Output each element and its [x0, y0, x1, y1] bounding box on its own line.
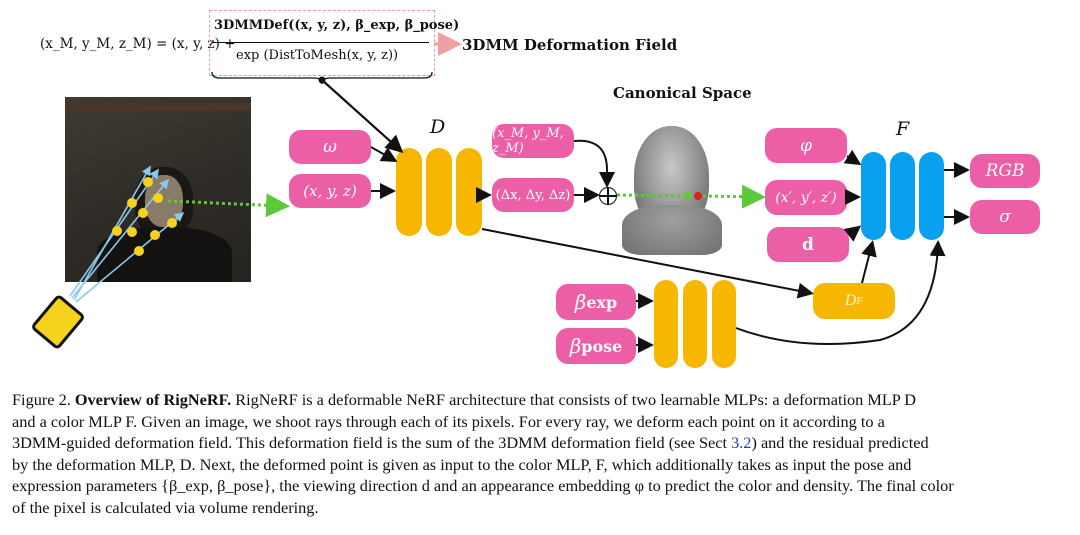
ray-photo-to-xyz	[167, 193, 290, 218]
caption-prefix: Figure 2.	[12, 390, 71, 409]
red-point	[694, 192, 702, 200]
arrow-brace-to-d	[321, 79, 404, 153]
input-xyz-prime: (x′, y′, z′)	[765, 180, 847, 215]
board-edge	[65, 103, 251, 111]
mlp-d-label: D	[430, 116, 446, 138]
mlp-f-layer-2	[890, 152, 915, 240]
caption-line4: by the deformation MLP, D. Next, the def…	[12, 454, 912, 474]
beta-pose-symbol: β	[569, 334, 582, 358]
figure-caption: Figure 2. Overview of RigNeRF. RigNeRF i…	[12, 389, 1072, 518]
output-xyz-m-text: (x_M, y_M, z_M)	[492, 126, 564, 156]
caption-line1: RigNeRF is a deformable NeRF architectur…	[231, 390, 917, 409]
fraction-bar	[213, 42, 429, 43]
beta-exp-subscript: exp	[586, 292, 618, 312]
caption-title: Overview of RigNeRF.	[74, 390, 232, 409]
section-link[interactable]: 3.2	[731, 433, 752, 452]
caption-line5: expression parameters {β_exp, β_pose}, t…	[12, 476, 954, 495]
mlp-f-layer-3	[919, 152, 944, 240]
deformation-field-label: 3DMM Deformation Field	[462, 36, 678, 54]
ray-sum-to-mesh	[616, 193, 689, 198]
caption-line2: and a color MLP F. Given an image, we sh…	[12, 411, 885, 431]
canonical-space-label: Canonical Space	[613, 84, 752, 102]
person-body	[97, 227, 232, 282]
mlp-expr-layer-1	[654, 280, 678, 368]
camera-rays	[69, 165, 185, 303]
arrow-d-to-df	[481, 228, 814, 299]
beta-pose-subscript: pose	[581, 336, 623, 356]
input-omega: ω	[289, 130, 371, 164]
df-symbol: D	[844, 292, 857, 309]
mlp-f-layer-1	[861, 152, 886, 240]
output-delta: (Δx, Δy, Δz)	[492, 178, 574, 212]
formula-lhs: (x_M, y_M, z_M) = (x, y, z) +	[40, 36, 236, 52]
caption-line3a: 3DMM-guided deformation field. This defo…	[12, 433, 732, 452]
formula-lhs-text: (x_M, y_M, z_M) = (x, y, z) +	[40, 36, 236, 52]
input-phi: φ	[765, 128, 847, 163]
arrow-xyzm-to-sum	[573, 139, 615, 188]
formula-numerator: 3DMMDef((x, y, z), β_exp, β_pose)	[214, 18, 460, 33]
mlp-expr-layer-3	[712, 280, 736, 368]
arrow-omega-to-d	[370, 146, 398, 162]
input-view-direction: d	[767, 227, 849, 262]
arrow-expr-to-f	[735, 240, 946, 345]
input-photo	[65, 97, 251, 282]
caption-line3b: ) and the residual predicted	[751, 433, 929, 452]
underbrace	[211, 71, 433, 85]
sample-points	[112, 177, 177, 256]
mlp-d-layer-1	[396, 148, 422, 236]
formula-denominator: exp (DistToMesh(x, y, z))	[236, 48, 399, 63]
caption-line6: of the pixel is calculated via volume re…	[12, 497, 319, 517]
ray-mesh-to-xyzprime	[702, 184, 766, 209]
mlp-f-label: F	[896, 118, 910, 140]
beta-exp-symbol: β	[574, 290, 587, 314]
df-subscript: F	[856, 295, 864, 307]
output-rgb: RGB	[970, 154, 1040, 188]
mlp-d-layer-2	[426, 148, 452, 236]
arrow-phi-to-f	[843, 149, 862, 166]
face-shoulders	[622, 205, 722, 255]
output-sigma: σ	[970, 200, 1040, 234]
input-xyz: (x, y, z)	[289, 174, 371, 208]
green-point	[684, 192, 692, 200]
mlp-expr-layer-2	[683, 280, 707, 368]
arrow-d-to-f	[843, 225, 862, 242]
output-xyz-m: (x_M, y_M, z_M)	[492, 124, 574, 158]
arrow-df-to-f	[861, 240, 877, 284]
